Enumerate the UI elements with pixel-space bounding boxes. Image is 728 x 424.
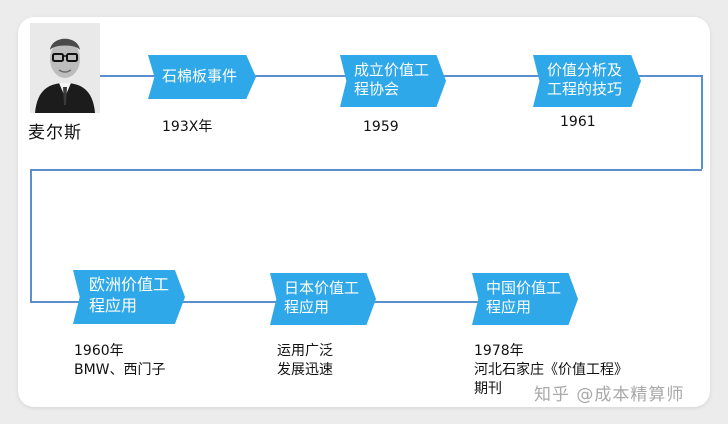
step-3-caption: 1961 [560,114,596,130]
chevron-step-5: 日本价值工程应用 [270,273,376,325]
chevron-step-6: 中国价值工程应用 [472,273,578,325]
chevron-step-1: 石棉板事件 [148,55,256,99]
step-2-caption: 1959 [363,119,399,135]
chevron-step-4: 欧洲价值工程应用 [73,270,185,324]
portrait-illustration [30,23,100,113]
person-photo [30,23,100,113]
step-4-label: 欧洲价值工程应用 [89,275,170,315]
step-1-caption: 193X年 [162,119,213,135]
watermark: 知乎 @成本精算师 [534,385,685,405]
connector-line-left [30,169,32,301]
person-name: 麦尔斯 [28,123,82,143]
step-2-label: 成立价值工程协会 [354,61,430,98]
step-5-caption: 运用广泛 发展迅速 [277,343,333,378]
step-4-caption: 1960年 BMW、西门子 [74,343,166,378]
connector-line-middle [30,169,702,171]
step-5-label: 日本价值工程应用 [284,279,360,316]
chevron-step-2: 成立价值工程协会 [340,55,446,107]
step-6-caption: 1978年 河北石家庄《价值工程》期刊 [474,343,621,397]
step-3-label: 价值分析及工程的技巧 [547,61,623,98]
connector-line-right [701,75,703,169]
step-6-label: 中国价值工程应用 [486,279,562,316]
step-1-label: 石棉板事件 [162,67,238,85]
chevron-step-3: 价值分析及工程的技巧 [533,55,641,107]
